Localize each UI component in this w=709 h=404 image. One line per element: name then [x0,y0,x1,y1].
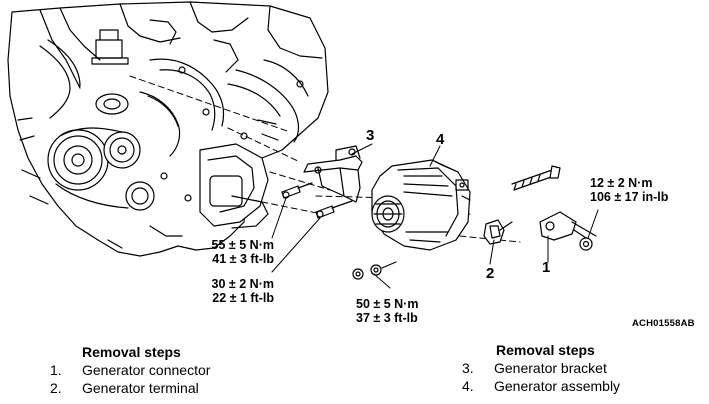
torque-label-4-imperial: 37 ± 3 ft-lb [356,311,418,325]
torque-label-lower-bolt: 30 ± 2 N·m 22 ± 1 ft-lb [190,277,274,305]
through-bolt [511,165,561,191]
callout-2: 2 [486,265,495,282]
torque-label-bracket-bolt: 55 ± 5 N·m 41 ± 3 ft-lb [190,238,274,266]
washers-and-nut [352,261,397,280]
removal-step-3: 3. Generator bracket [462,360,607,376]
step-label: Generator assembly [494,378,621,394]
callout-1: 1 [542,259,551,276]
removal-step-4: 4. Generator assembly [462,378,620,394]
generator-connector [539,211,597,251]
removal-steps-title-right: Removal steps [496,342,595,358]
torque-label-4-metric: 50 ± 5 N·m [356,297,419,311]
torque-label-2-imperial: 41 ± 3 ft-lb [212,252,274,266]
generator-assembly [371,159,471,251]
torque-label-connector-nut: 12 ± 2 N·m 106 ± 17 in-lb [590,176,668,204]
torque-label-1-imperial: 106 ± 17 in-lb [590,190,669,204]
torque-label-2-metric: 55 ± 5 N·m [211,238,274,252]
removal-steps-title-left: Removal steps [82,344,181,360]
engine-block [7,1,329,257]
step-number: 3. [462,360,474,376]
step-label: Generator connector [82,362,211,378]
removal-step-2: 2. Generator terminal [50,380,199,396]
generator-terminal [483,219,513,245]
callout-3: 3 [366,127,375,144]
step-number: 1. [50,362,62,378]
torque-label-through-bolt: 50 ± 5 N·m 37 ± 3 ft-lb [356,297,418,325]
generator-bracket [303,145,363,203]
step-number: 4. [462,378,474,394]
step-number: 2. [50,380,62,396]
step-label: Generator bracket [494,360,607,376]
callout-4: 4 [436,131,445,148]
removal-step-1: 1. Generator connector [50,362,210,378]
torque-label-3-metric: 30 ± 2 N·m [211,277,274,291]
torque-label-1-metric: 12 ± 2 N·m [590,176,653,190]
figure-code: ACH01558AB [632,318,695,329]
torque-label-3-imperial: 22 ± 1 ft-lb [212,291,274,305]
step-label: Generator terminal [82,380,199,396]
bracket-bolts [281,182,353,219]
leader-lines [271,143,599,289]
